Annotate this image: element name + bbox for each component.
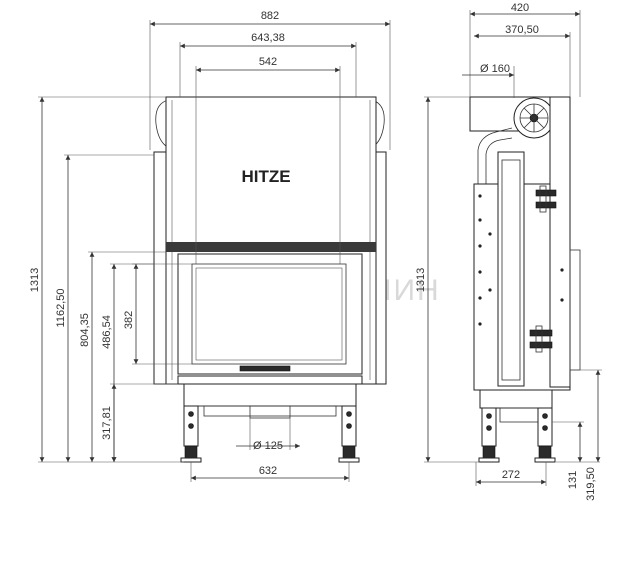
base-frame (183, 383, 357, 407)
dim-height-1162: 1162,50 (55, 289, 67, 328)
air-duct-opening (249, 405, 291, 419)
front-view: HITZE (153, 96, 387, 463)
bottom-rail (177, 375, 363, 385)
door-handle (239, 365, 291, 372)
dim-height-317: 317,81 (101, 406, 113, 440)
left-top-bracket (155, 99, 169, 147)
flue-connector (477, 127, 513, 184)
dim-width-inner: 542 (259, 56, 277, 68)
base-plate (203, 405, 337, 417)
dim-flue-diameter: Ø 160 (480, 63, 510, 75)
side-view (469, 96, 581, 463)
glass-door-frame (177, 253, 363, 375)
dim-height-total: 1313 (29, 268, 41, 292)
dim-width-top: 643,38 (251, 32, 285, 44)
side-leg-front (478, 407, 500, 463)
dim-height-131: 131 (567, 471, 579, 489)
front-dimensions: 882 643,38 542 1313 1162,50 804,35 486,5… (29, 10, 391, 482)
brand-logo-text: HITZE (241, 167, 290, 186)
side-screws (478, 194, 564, 326)
dim-duct-diameter: Ø 125 (253, 440, 283, 452)
upper-hinge (535, 185, 557, 213)
dim-height-319: 319,50 (585, 467, 597, 501)
side-base (479, 389, 553, 409)
dim-base-width: 632 (259, 465, 277, 477)
dim-depth-370: 370,50 (505, 24, 539, 36)
dim-side-height-total: 1313 (415, 268, 427, 292)
dim-base-depth: 272 (502, 469, 520, 481)
dim-height-382: 382 (123, 311, 135, 329)
side-dimensions: 420 370,50 Ø 160 1313 272 131 319,50 (415, 2, 602, 501)
fan-unit (513, 97, 555, 139)
dim-width-total: 882 (261, 10, 279, 22)
dim-depth-total: 420 (511, 2, 529, 14)
dim-height-804: 804,35 (79, 313, 91, 347)
brand-logo: HITZE (232, 163, 296, 186)
lower-hinge (529, 325, 553, 353)
glass-door-inner (191, 263, 347, 365)
side-leg-rear (534, 407, 556, 463)
right-top-bracket (371, 99, 385, 147)
front-leg-right (338, 405, 360, 463)
dim-height-486: 486,54 (101, 315, 113, 349)
door-header-band (166, 242, 376, 252)
front-leg-left (180, 405, 202, 463)
rear-panel (549, 96, 571, 388)
